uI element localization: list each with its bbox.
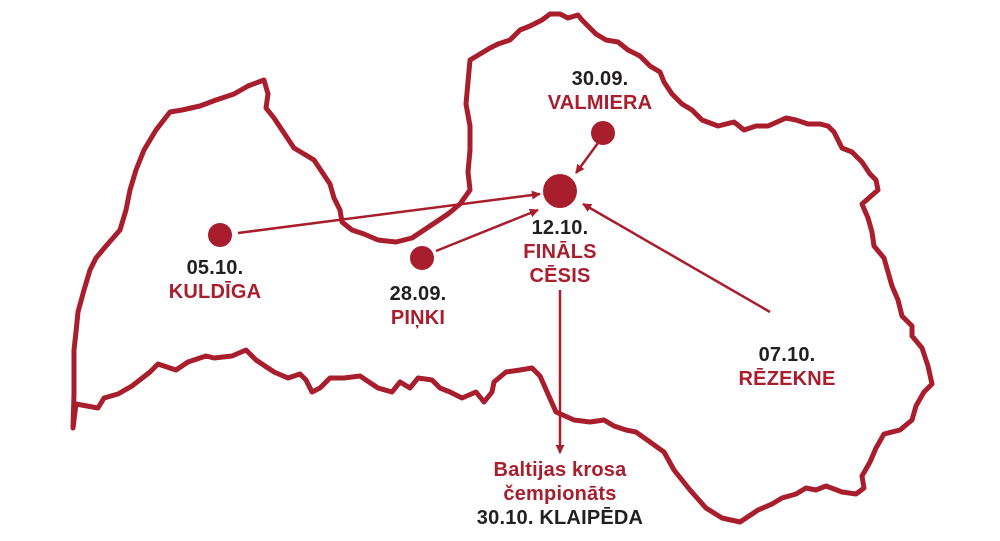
label-final-cesis: 12.10. FINĀLS CĒSIS bbox=[523, 216, 596, 288]
arrow-valmiera-to-cesis bbox=[574, 142, 600, 174]
stage-city: RĒZEKNE bbox=[738, 368, 836, 390]
stage-city: KULDĪGA bbox=[168, 281, 262, 303]
baltic-title-line1: Baltijas krosa bbox=[493, 459, 627, 481]
arrow-pinki-to-cesis bbox=[435, 208, 539, 253]
stage-city: PIŅKI bbox=[390, 307, 446, 329]
label-valmiera: 30.09. VALMIERA bbox=[548, 67, 653, 115]
stage-date: 07.10. bbox=[758, 344, 816, 366]
stage-date: 28.09. bbox=[389, 283, 447, 305]
marker-pinki bbox=[410, 246, 434, 270]
arrow-rezekne-to-cesis bbox=[582, 202, 771, 314]
baltic-title-line2: čempionāts bbox=[503, 483, 617, 505]
baltic-date-location: 30.10. KLAIPĒDA bbox=[476, 507, 644, 529]
marker-cesis bbox=[543, 174, 577, 208]
label-baltic-championship: Baltijas krosa čempionāts 30.10. KLAIPĒD… bbox=[477, 458, 643, 530]
marker-kuldiga bbox=[208, 223, 232, 247]
final-city: CĒSIS bbox=[529, 265, 591, 287]
label-rezekne: 07.10. RĒZEKNE bbox=[739, 343, 836, 391]
label-pinki: 28.09. PIŅKI bbox=[390, 282, 447, 330]
stage-date: 30.09. bbox=[571, 68, 629, 90]
latvia-border bbox=[70, 11, 935, 525]
final-date: 12.10. bbox=[531, 217, 589, 239]
marker-valmiera bbox=[591, 121, 615, 145]
label-kuldiga: 05.10. KULDĪGA bbox=[169, 256, 262, 304]
final-title: FINĀLS bbox=[523, 241, 597, 263]
stage-city: VALMIERA bbox=[547, 92, 653, 114]
stage-date: 05.10. bbox=[186, 257, 244, 279]
arrow-kuldiga-to-cesis bbox=[237, 190, 541, 235]
